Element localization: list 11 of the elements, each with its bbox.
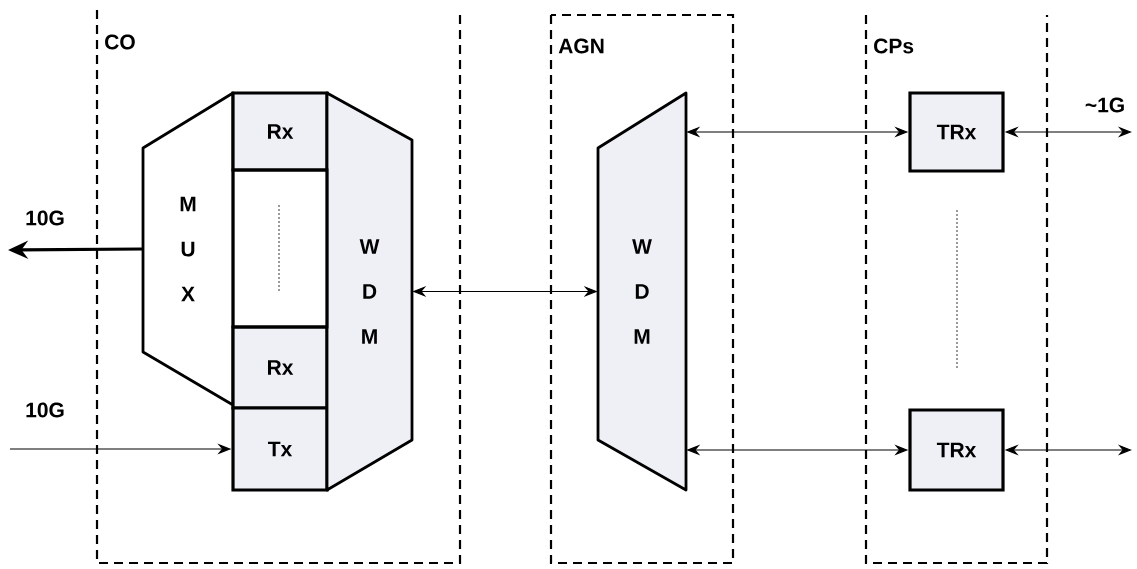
edge-label: 10G (24, 401, 66, 419)
transceiver-box: TRx (908, 91, 1005, 173)
transceiver-box: Rx (231, 325, 329, 410)
region-label: CPs (874, 38, 914, 54)
transceiver-box: Rx (231, 91, 329, 172)
transceiver-box: Tx (231, 406, 329, 492)
transceiver-box: TRx (908, 408, 1005, 492)
region-label: CO (105, 34, 135, 50)
edge-label: 10G (24, 209, 66, 227)
region-label: AGN (558, 38, 604, 54)
edge-label: ~1G (1083, 96, 1127, 114)
